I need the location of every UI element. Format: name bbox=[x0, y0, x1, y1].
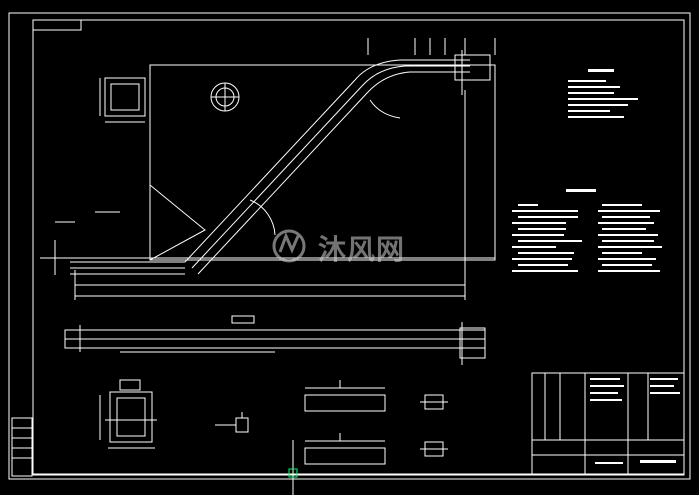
title-block-text-bars bbox=[590, 378, 680, 464]
profile-detail-lower bbox=[304, 433, 386, 465]
title-block bbox=[531, 372, 685, 476]
small-detail-b bbox=[420, 441, 448, 457]
conveyor-elevation-view bbox=[40, 38, 496, 300]
revision-strip bbox=[11, 417, 33, 477]
technical-notes-right-column bbox=[598, 204, 662, 272]
head-cross-section bbox=[99, 379, 157, 449]
section-detail-round bbox=[210, 82, 240, 112]
technical-notes-top bbox=[568, 69, 638, 118]
small-detail-a bbox=[420, 394, 448, 410]
watermark-text: 沐风网 bbox=[318, 233, 406, 266]
outer-border bbox=[8, 12, 691, 480]
mufeng-logo-icon bbox=[272, 229, 306, 263]
profile-detail-upper bbox=[304, 380, 386, 412]
origin-marker bbox=[288, 468, 298, 478]
section-detail-square bbox=[99, 77, 146, 123]
clamp-detail bbox=[215, 412, 249, 433]
inner-border bbox=[32, 19, 685, 476]
top-left-tag bbox=[32, 19, 82, 31]
long-section-view bbox=[64, 315, 486, 365]
technical-notes-left-column bbox=[512, 189, 596, 272]
